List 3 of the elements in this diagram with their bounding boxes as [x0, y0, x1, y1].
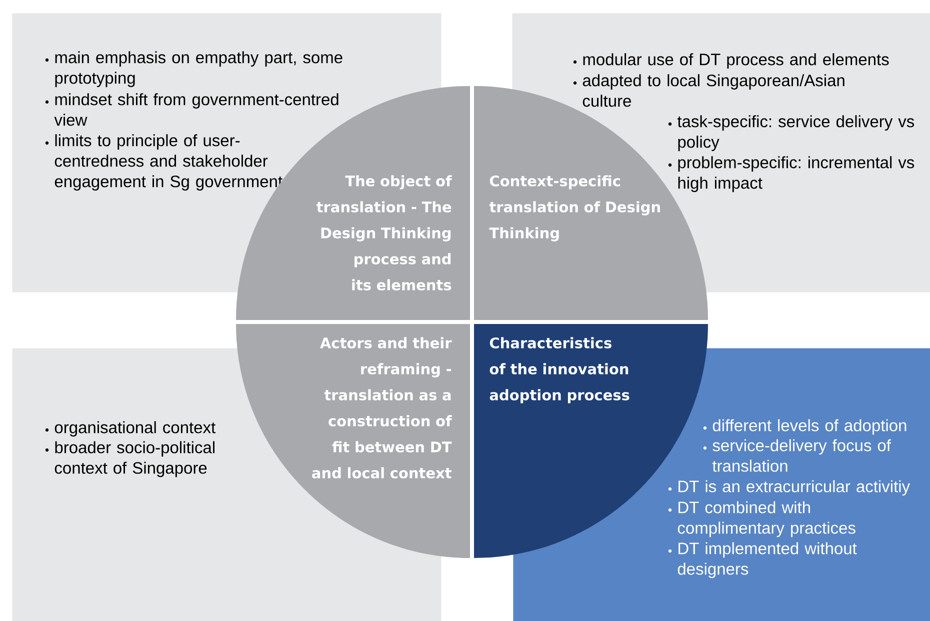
bullet-item: broader socio-political context of Singapore: [45, 441, 214, 478]
bullet-item: organisational context: [45, 421, 216, 437]
bullet-item: modular use of DT process and elements: [573, 53, 889, 69]
